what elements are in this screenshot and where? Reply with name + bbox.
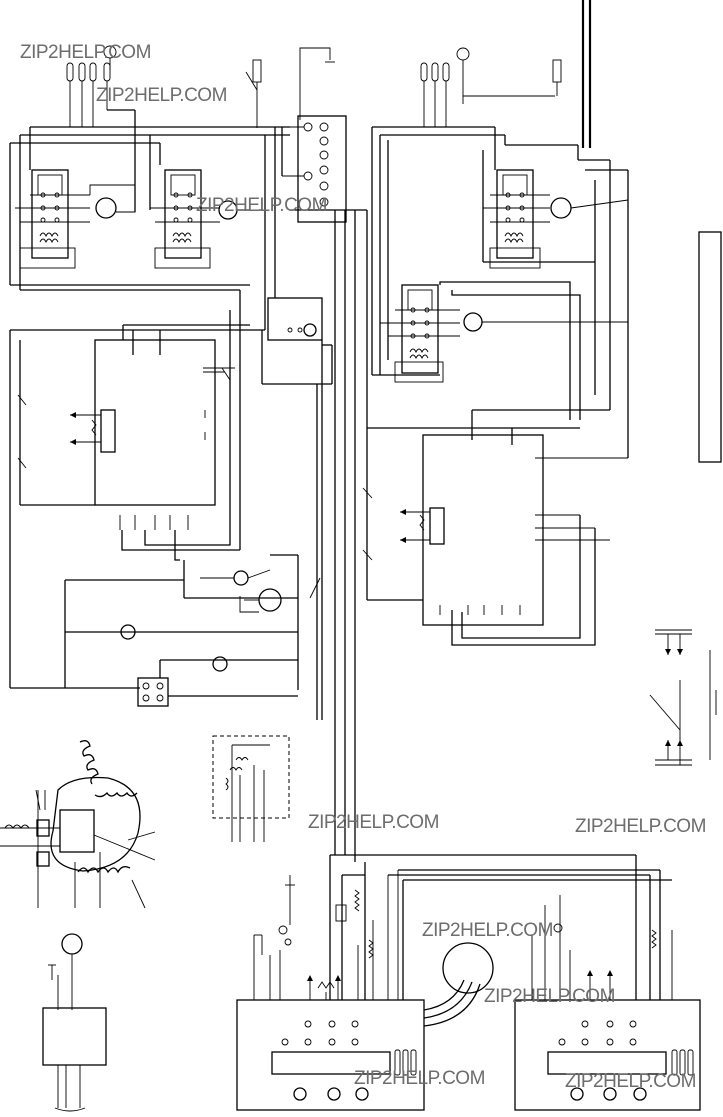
bottom-left-control-unit [236,854,660,1111]
right-power-input-terminals [420,47,562,127]
right-contactor-top [483,169,629,269]
left-relay [261,297,333,385]
right-side-switch [649,629,717,766]
coiled-cord [423,942,494,1027]
watermark-text: ZIP2HELP.COM [96,85,227,106]
watermark-text: ZIP2HELP.COM [308,812,439,833]
top-left-probe [245,59,262,128]
side-panel-box [698,231,722,463]
dashed-subcircuit [212,735,290,842]
watermark-text: ZIP2HELP.COM [354,1068,485,1089]
left-contactor-2 [150,169,265,269]
center-vertical-bus [290,209,368,862]
heating-element-assembly [0,740,156,909]
right-contactor-mid [372,281,628,420]
bottom-right-control-unit [402,855,701,1111]
left-control-board [9,310,265,689]
left-power-input-terminals [66,45,117,127]
bottom-left-motor-unit [42,933,107,1112]
watermark-text: ZIP2HELP.COM [196,195,327,216]
center-terminal-strip [282,47,347,223]
watermark-text: ZIP2HELP.COM [575,816,706,837]
right-control-board [362,409,628,646]
left-contactor-1 [15,169,136,269]
left-lower-motors [64,554,321,707]
top-right-bus-bars [581,0,592,148]
watermark-text: ZIP2HELP.COM [565,1071,696,1092]
right-upper-bus-wiring [371,126,629,458]
watermark-text: ZIP2HELP.COM [484,986,615,1007]
watermark-text: ZIP2HELP.COM [20,42,151,63]
watermark-text: ZIP2HELP.COM [422,920,553,941]
left-upper-bus-wiring [9,109,290,550]
